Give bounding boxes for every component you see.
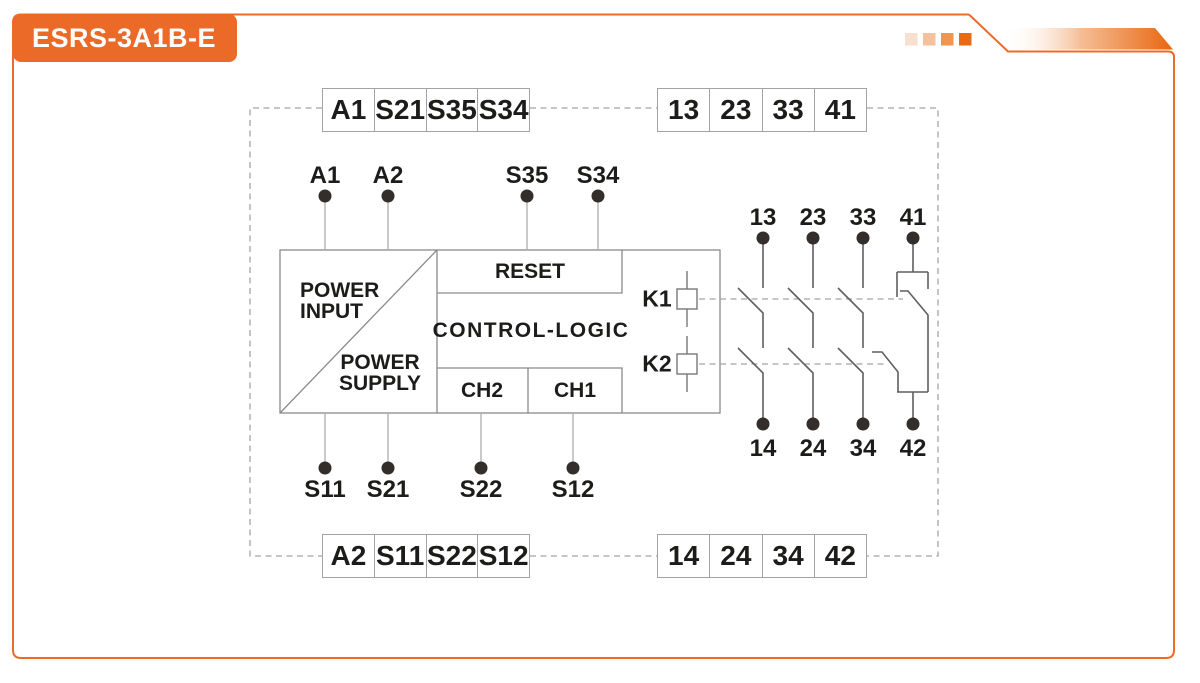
k1-label: K1 — [642, 285, 672, 312]
pin-label-s22: S22 — [459, 476, 503, 503]
power-diagonal — [279, 249, 438, 414]
terminal-cell: 41 — [813, 88, 867, 132]
terminal-strip-bottom-right: 14 24 34 42 — [657, 534, 867, 578]
terminal-cell: 34 — [761, 534, 815, 578]
pin-label-s35: S35 — [505, 162, 549, 189]
terminal-cell: 42 — [813, 534, 867, 578]
terminal-dots — [318, 189, 920, 475]
terminal-cell: 33 — [761, 88, 815, 132]
k2-label: K2 — [642, 350, 672, 377]
terminal-strip-top-left: A1 S21 S35 S34 — [322, 88, 530, 132]
terminal-cell: 23 — [709, 88, 763, 132]
terminal-cell: S34 — [477, 88, 530, 132]
top-pin-leads — [324, 202, 599, 250]
ch1-label: CH1 — [553, 379, 597, 402]
power-supply-label-line2: SUPPLY — [338, 372, 422, 395]
terminal-cell: A2 — [322, 534, 375, 578]
terminal-strip-top-right: 13 23 33 41 — [657, 88, 867, 132]
pin-label-s11: S11 — [304, 476, 346, 503]
reset-label: RESET — [494, 260, 566, 283]
contact-label-34: 34 — [849, 435, 877, 462]
relay-coils — [676, 271, 698, 392]
terminal-cell: 14 — [657, 534, 711, 578]
power-input-label-line1: POWER — [300, 279, 380, 302]
channel-box — [437, 367, 623, 413]
terminal-strip-bottom-left: A2 S11 S22 S12 — [322, 534, 530, 578]
contact-label-14: 14 — [749, 435, 777, 462]
product-model-badge: ESRS-3A1B-E — [13, 14, 237, 62]
terminal-cell: S35 — [425, 88, 479, 132]
power-supply-label-line1: POWER — [340, 351, 420, 374]
ch2-label: CH2 — [460, 379, 504, 402]
deco-square-1 — [905, 33, 918, 46]
contact-label-41: 41 — [899, 204, 927, 231]
pin-label-s12: S12 — [551, 476, 595, 503]
contact-33-34 — [837, 244, 864, 418]
reset-box — [437, 250, 623, 294]
terminal-cell: S21 — [373, 88, 427, 132]
deco-square-2 — [923, 33, 936, 46]
pin-label-s21: S21 — [366, 476, 410, 503]
nc-contact-chain-41-42 — [872, 244, 929, 418]
terminal-cell: A1 — [322, 88, 375, 132]
terminal-cell: S22 — [425, 534, 479, 578]
contact-13-14 — [737, 244, 764, 418]
block-outline — [279, 249, 721, 414]
contact-label-13: 13 — [749, 204, 777, 231]
pin-label-a1: A1 — [309, 162, 341, 189]
power-input-label-line2: INPUT — [300, 300, 363, 323]
k1-coil-square — [676, 288, 698, 310]
control-logic-label: CONTROL-LOGIC — [432, 319, 630, 342]
contact-label-24: 24 — [799, 435, 827, 462]
contact-label-23: 23 — [799, 204, 827, 231]
pin-label-s34: S34 — [576, 162, 620, 189]
k2-coil-square — [676, 353, 698, 375]
coil-linkage-dashes — [699, 298, 903, 365]
terminal-cell: 13 — [657, 88, 711, 132]
pin-label-a2: A2 — [372, 162, 404, 189]
function-block — [279, 249, 721, 414]
contact-label-33: 33 — [849, 204, 877, 231]
bottom-pin-leads — [324, 413, 574, 462]
gradient-ribbon — [1005, 28, 1173, 50]
deco-square-4 — [959, 33, 972, 46]
border-break-diagonal — [968, 13, 1175, 58]
terminal-cell: S12 — [477, 534, 530, 578]
terminal-cell: 24 — [709, 534, 763, 578]
contact-label-42: 42 — [899, 435, 927, 462]
contact-23-24 — [787, 244, 814, 418]
deco-square-3 — [941, 33, 954, 46]
no-contact-chains — [737, 244, 864, 418]
dashed-housing-outline — [249, 107, 939, 557]
terminal-cell: S11 — [373, 534, 427, 578]
